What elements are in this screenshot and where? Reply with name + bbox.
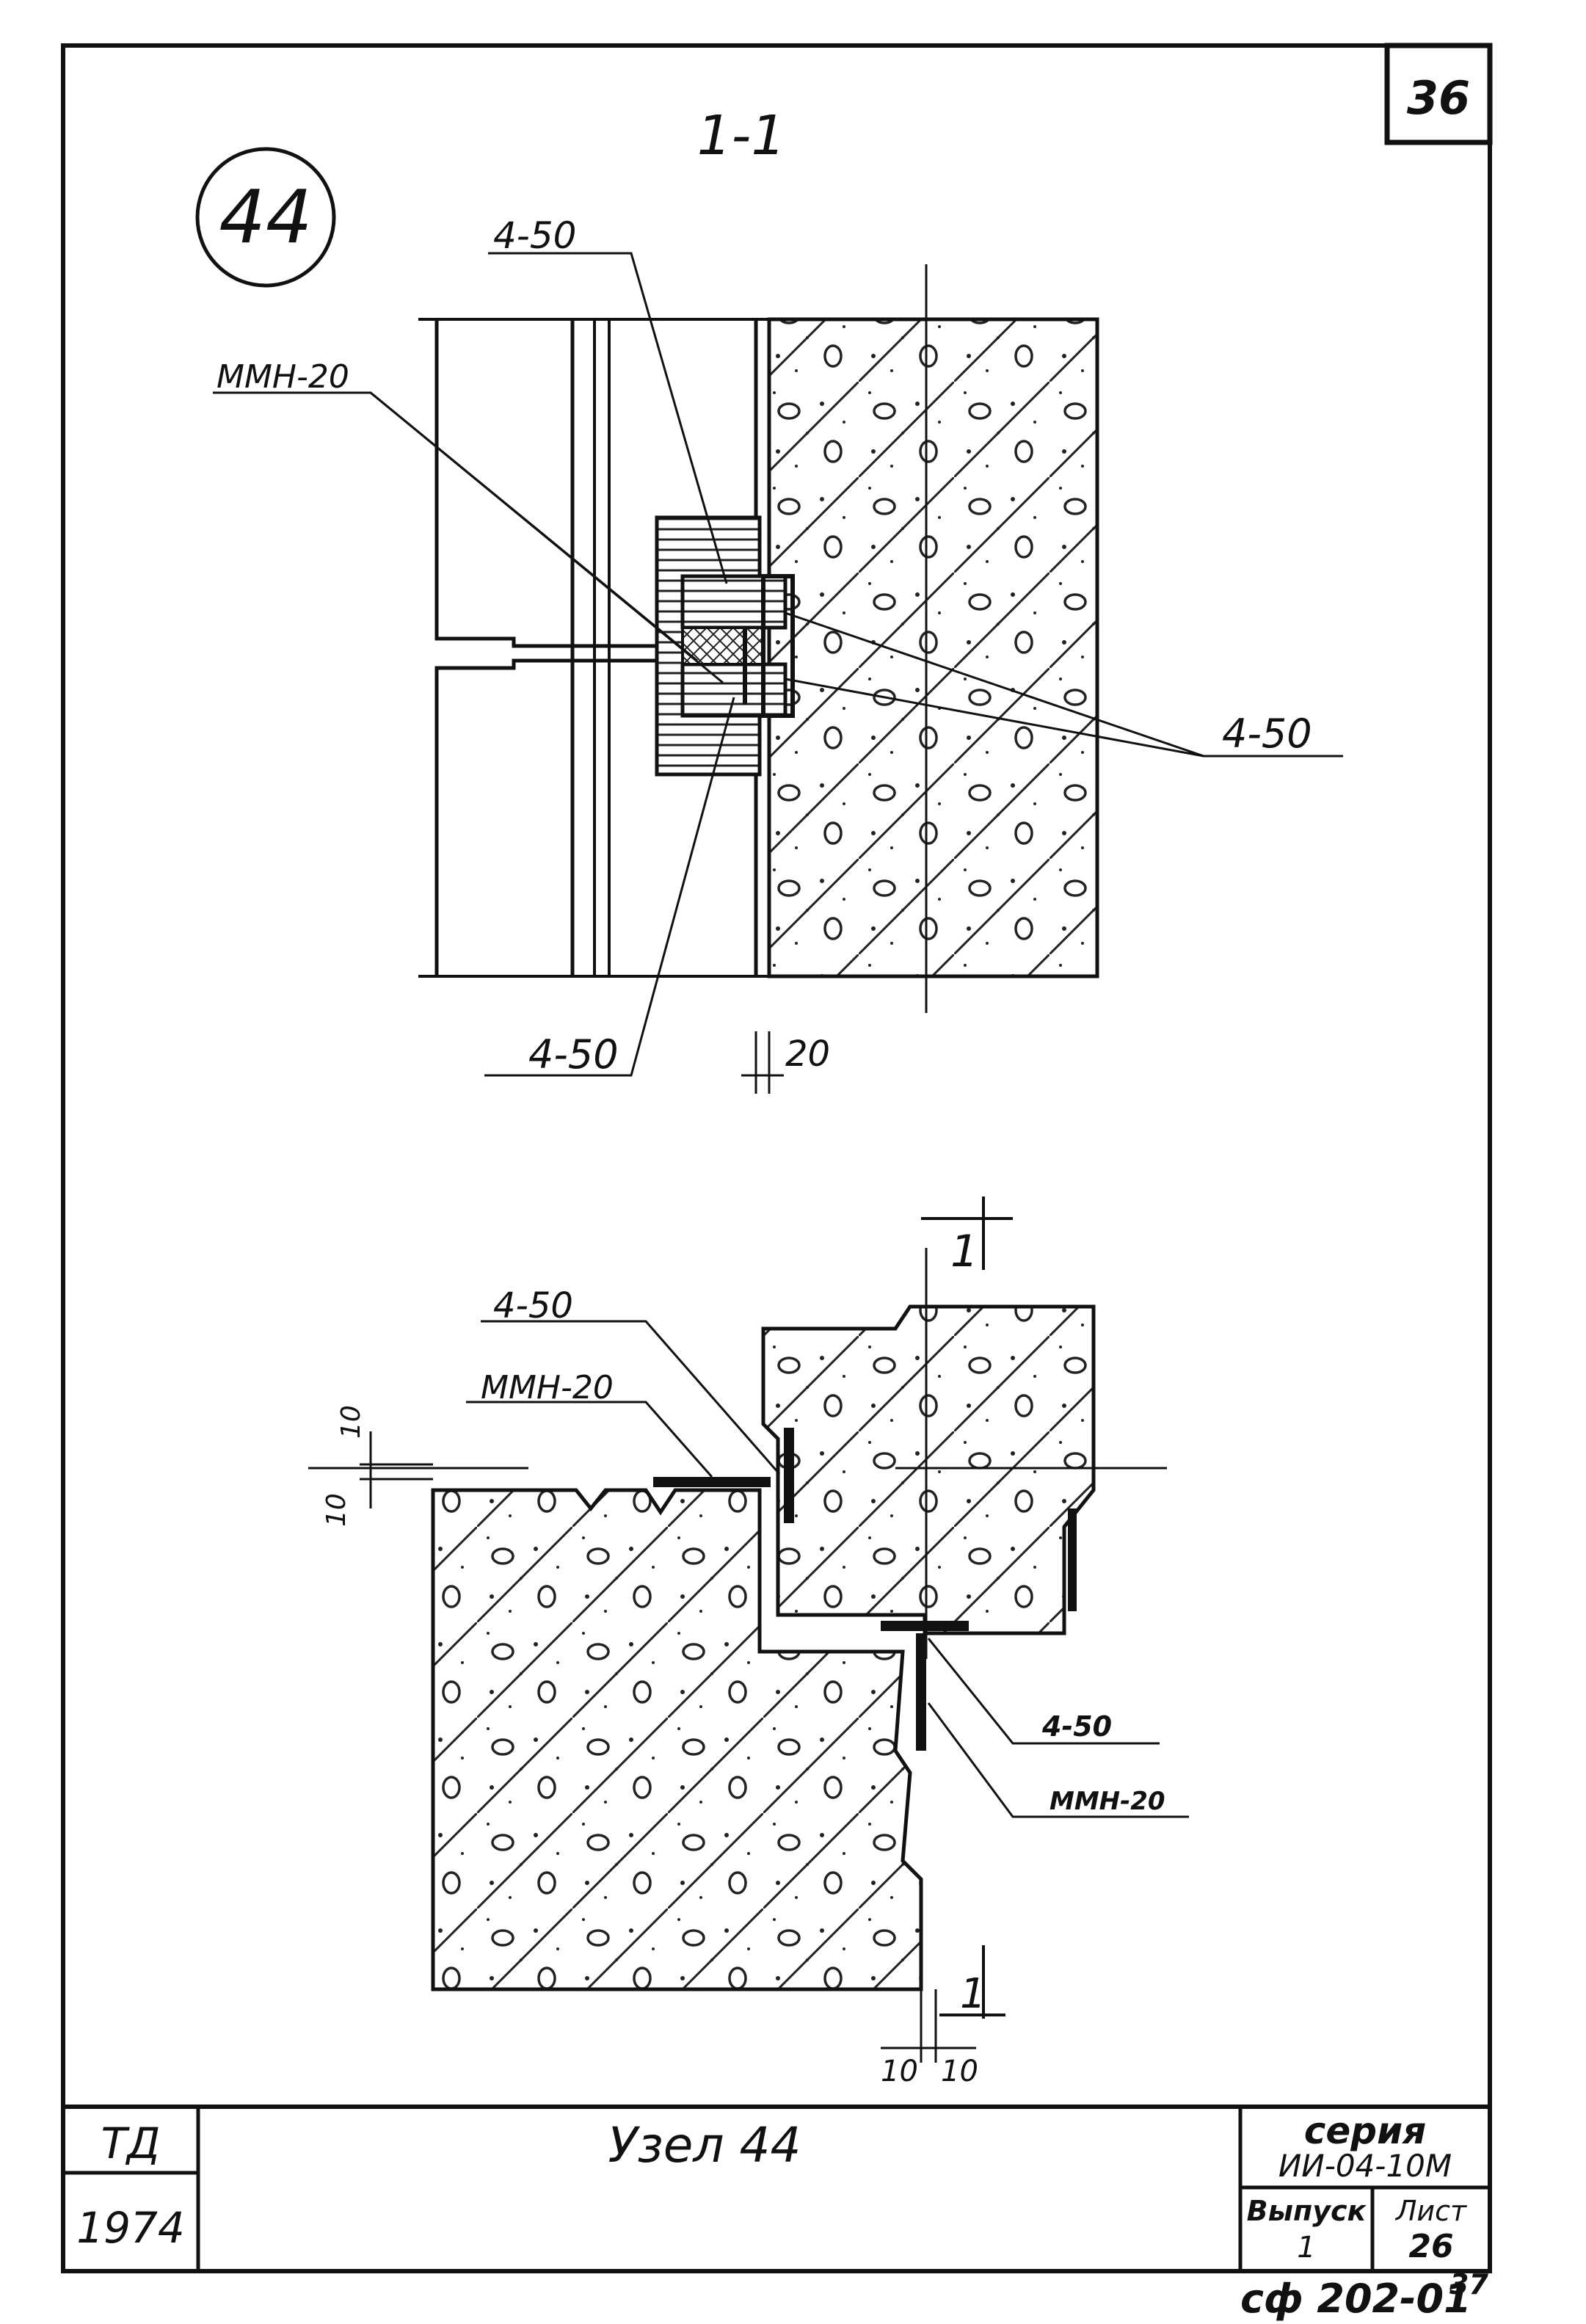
title-org: ТД xyxy=(101,2118,161,2168)
title-sheet-label: Лист xyxy=(1394,2195,1468,2227)
callout-top-4-50: 4-50 xyxy=(493,214,576,257)
title-series-label: серия xyxy=(1304,2110,1426,2152)
section-view: 1-1 4-50 ММН-20 4-50 4-50 xyxy=(213,104,1343,1094)
sheet-border xyxy=(61,43,1492,2273)
plan-callout-right-mmn-20: ММН-20 xyxy=(1050,1787,1165,1816)
plan-dim-left-a: 10 xyxy=(336,1405,366,1439)
title-main: Узел 44 xyxy=(608,2117,801,2174)
footer-code: сф 202-01 xyxy=(1240,2276,1472,2322)
callout-right-4-50: 4-50 xyxy=(1222,711,1312,757)
page-number-box: 36 xyxy=(1384,43,1493,145)
section-label: 1-1 xyxy=(697,104,786,167)
title-sheet-value: 26 xyxy=(1408,2228,1453,2265)
plan-cut-mark: 1 xyxy=(950,1226,978,1277)
plan-callout-right-4-50: 4-50 xyxy=(1041,1710,1112,1743)
plan-bottom-cut-mark: 1 xyxy=(960,1970,986,2018)
callout-bottom-4-50: 4-50 xyxy=(528,1031,619,1078)
plan-view: 1 10 10 4-50 ММН-20 4-50 ММН-20 xyxy=(308,1197,1189,2088)
title-issue-label: Выпуск xyxy=(1247,2195,1367,2227)
title-block: ТД 1974 Узел 44 серия ИИ-04-10М Выпуск 1… xyxy=(63,2105,1490,2271)
plan-callout-top-4-50: 4-50 xyxy=(493,1285,573,1326)
footer-index: 37 xyxy=(1449,2268,1488,2301)
title-series-value: ИИ-04-10М xyxy=(1278,2148,1452,2184)
page-number: 36 xyxy=(1407,71,1470,125)
title-year: 1974 xyxy=(76,2203,185,2253)
title-issue-value: 1 xyxy=(1297,2231,1315,2265)
plan-dim-bottom-a: 10 xyxy=(881,2055,918,2088)
section-dimension: 20 xyxy=(785,1034,830,1075)
plan-dim-bottom-b: 10 xyxy=(941,2055,978,2088)
node-number: 44 xyxy=(219,174,312,260)
callout-mmn-20: ММН-20 xyxy=(217,358,349,396)
plan-callout-top-mmn-20: ММН-20 xyxy=(481,1369,614,1406)
node-marker: 44 xyxy=(195,147,336,288)
plan-dim-left-b: 10 xyxy=(321,1493,352,1527)
